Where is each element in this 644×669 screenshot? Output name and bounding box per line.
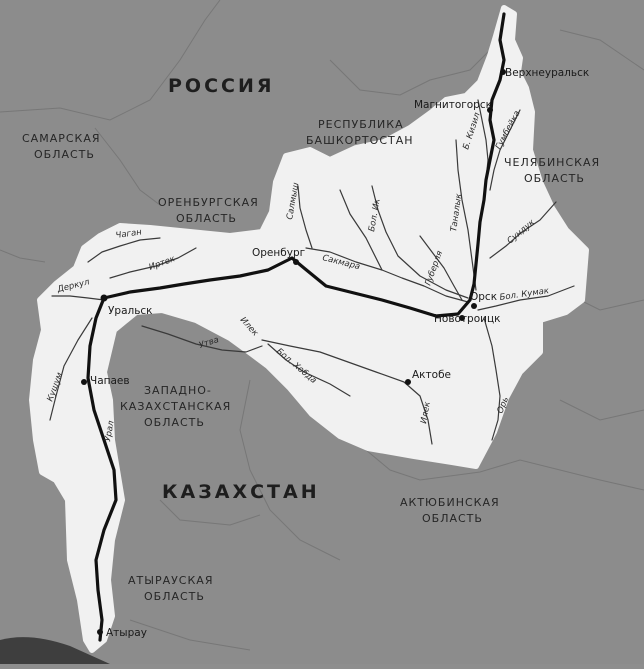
or-river: [483, 317, 501, 441]
country-label-russia: РОССИЯ: [168, 75, 275, 97]
guberlya-river: [419, 235, 463, 301]
region-label-chelyabinsk: ЧЕЛЯБИНСКАЯ ОБЛАСТЬ: [504, 156, 600, 185]
tanalyk-river: [455, 139, 477, 291]
salmysh-river: [297, 185, 313, 249]
city-dot-magnitogorsk: [487, 107, 493, 113]
region-label-west-kazakhstan: ЗАПАДНО- КАЗАХСТАНСКАЯ ОБЛАСТЬ: [120, 384, 231, 429]
svg-text:ОРЕНБУРГСКАЯ: ОРЕНБУРГСКАЯ: [158, 196, 259, 209]
city-dot-atyrau: [97, 629, 103, 635]
city-label-atyrau: Атырау: [106, 627, 147, 639]
region-label-bashkortostan: РЕСПУБЛИКА БАШКОРТОСТАН: [306, 118, 414, 147]
svg-text:АТЫРАУСКАЯ: АТЫРАУСКАЯ: [128, 574, 213, 587]
city-dot-verkhneuralsk: [500, 69, 506, 75]
derkul-river: [51, 295, 105, 301]
city-dot-orsk: [471, 303, 477, 309]
city-dot-novotroitsk: [459, 315, 465, 321]
bol-ik-river: [371, 185, 469, 299]
svg-text:САМАРСКАЯ: САМАРСКАЯ: [22, 132, 101, 145]
svg-text:РЕСПУБЛИКА: РЕСПУБЛИКА: [318, 118, 404, 131]
svg-text:БАШКОРТОСТАН: БАШКОРТОСТАН: [306, 134, 414, 147]
region-label-orenburg: ОРЕНБУРГСКАЯ ОБЛАСТЬ: [158, 196, 259, 225]
irtek-river: [109, 247, 197, 279]
city-label-verkhneuralsk: Верхнеуральск: [505, 67, 589, 79]
svg-text:ОБЛАСТЬ: ОБЛАСТЬ: [176, 212, 237, 225]
country-label-kazakhstan: КАЗАХСТАН: [162, 481, 320, 503]
svg-text:ЗАПАДНО-: ЗАПАДНО-: [144, 384, 212, 397]
svg-text:ОБЛАСТЬ: ОБЛАСТЬ: [422, 512, 483, 525]
ilek-river: [261, 339, 433, 445]
city-dot-aktobe: [405, 379, 411, 385]
bol-khobda-river: [267, 343, 351, 397]
caspian-sea: [0, 637, 110, 664]
city-label-novotroitsk: Новотроицк: [434, 313, 500, 325]
admin-borders: [0, 0, 644, 651]
city-label-chapaev: Чапаев: [90, 375, 130, 387]
region-label-atyrau: АТЫРАУСКАЯ ОБЛАСТЬ: [128, 574, 213, 603]
svg-text:ОБЛАСТЬ: ОБЛАСТЬ: [144, 416, 205, 429]
ural-basin-area: [29, 5, 589, 653]
svg-text:ОБЛАСТЬ: ОБЛАСТЬ: [144, 590, 205, 603]
bol-kumak-river: [477, 285, 575, 311]
river-label-ural: Урал: [103, 419, 117, 442]
tributaries: [49, 99, 575, 445]
svg-text:КАЗАХСТАНСКАЯ: КАЗАХСТАНСКАЯ: [120, 400, 231, 413]
svg-text:ЧЕЛЯБИНСКАЯ: ЧЕЛЯБИНСКАЯ: [504, 156, 600, 169]
svg-text:АКТЮБИНСКАЯ: АКТЮБИНСКАЯ: [400, 496, 500, 509]
city-label-magnitogorsk: Магнитогорск: [414, 99, 492, 111]
city-label-orsk: Орск: [470, 291, 497, 303]
city-label-aktobe: Актобе: [412, 369, 451, 381]
city-dot-orenburg: [293, 259, 299, 265]
svg-text:ОБЛАСТЬ: ОБЛАСТЬ: [524, 172, 585, 185]
ural-river: [86, 12, 506, 642]
city-label-uralsk: Уральск: [108, 305, 153, 317]
river-label-chagan: Чаган: [115, 227, 143, 241]
city-label-orenburg: Оренбург: [252, 247, 305, 259]
sakmara-upper: [339, 189, 383, 271]
river-label-ilek-east: Илек: [419, 400, 433, 424]
chagan-river: [87, 237, 161, 263]
city-dot-uralsk: [100, 294, 108, 302]
gumbeyka-river: [489, 109, 521, 191]
utva-river: [141, 325, 263, 353]
region-label-aktobe: АКТЮБИНСКАЯ ОБЛАСТЬ: [400, 496, 500, 525]
city-dot-chapaev: [81, 379, 87, 385]
kushum-river: [49, 317, 93, 421]
region-label-samara: САМАРСКАЯ ОБЛАСТЬ: [22, 132, 101, 161]
svg-text:ОБЛАСТЬ: ОБЛАСТЬ: [34, 148, 95, 161]
sakmara-river: [305, 247, 469, 303]
sundukh-river: [489, 201, 557, 259]
city-markers: [81, 69, 506, 635]
